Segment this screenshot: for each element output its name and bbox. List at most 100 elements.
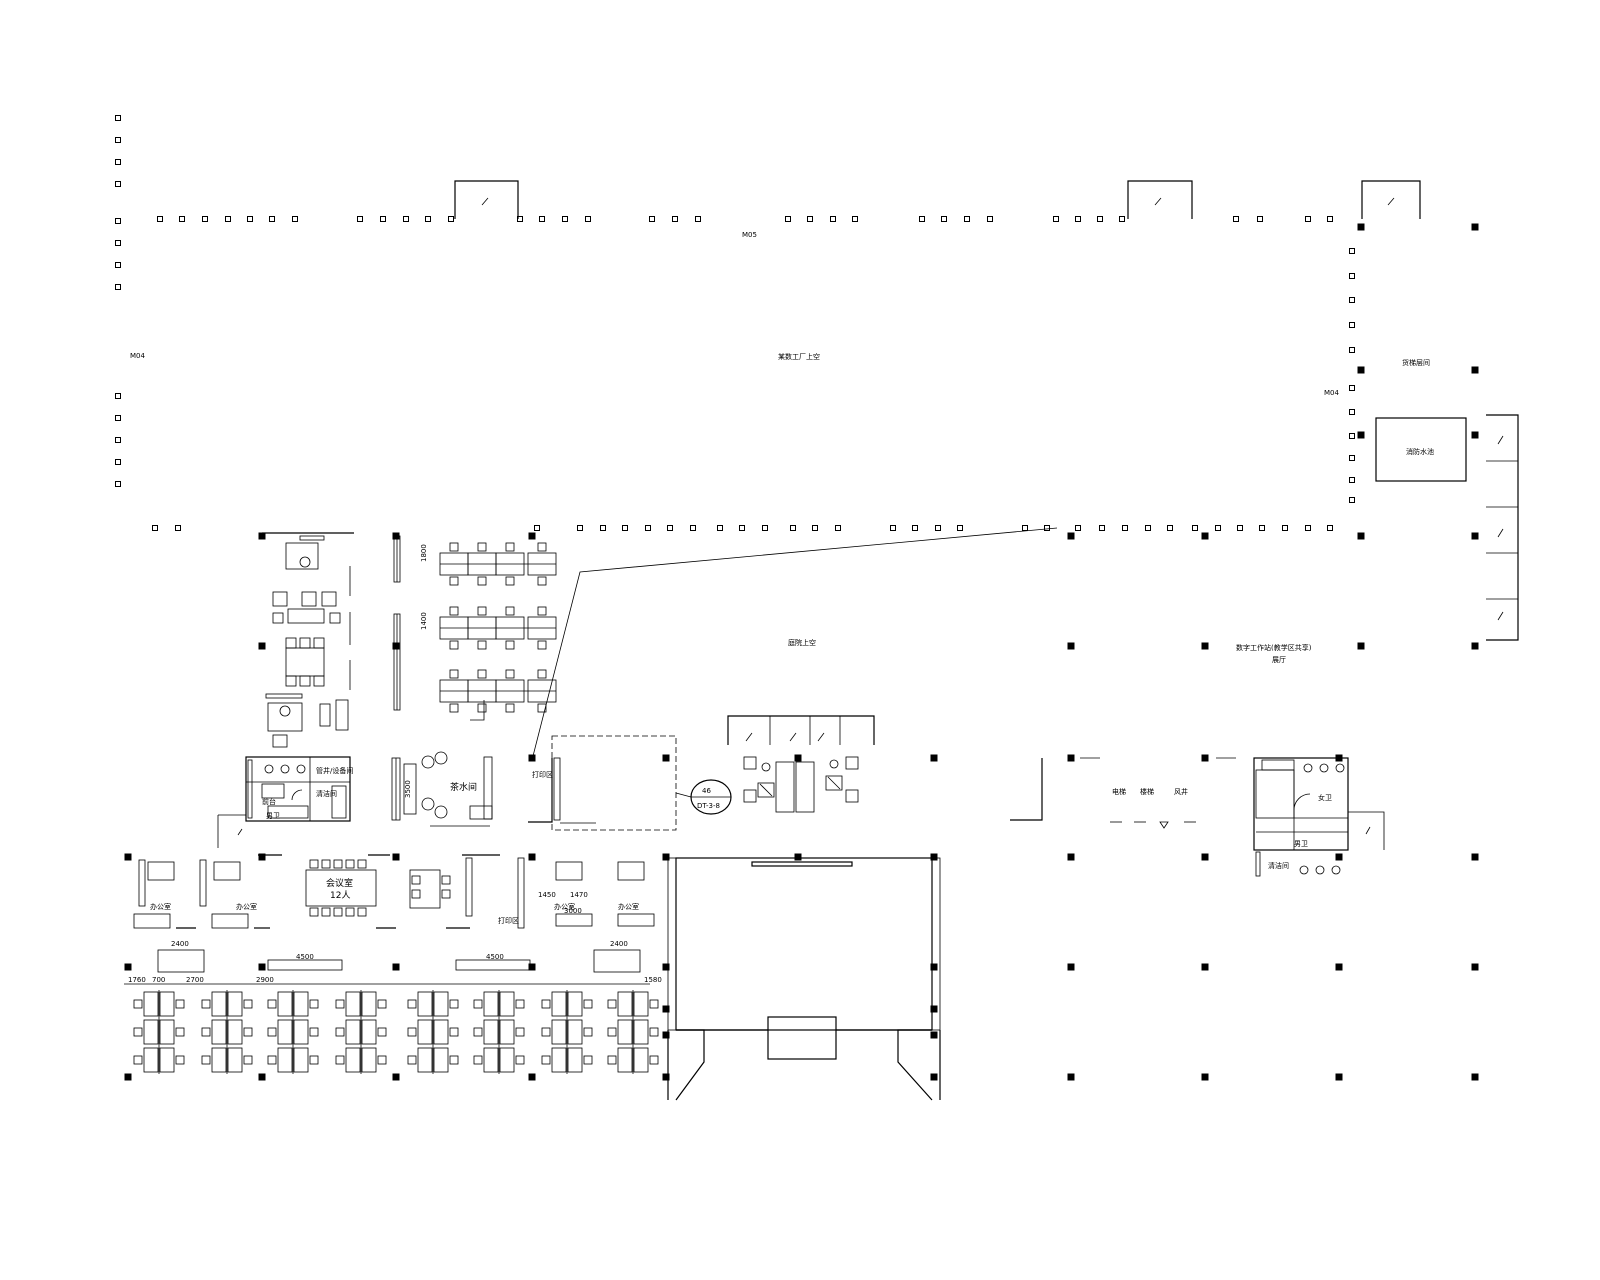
- chair: [267, 999, 277, 1009]
- perimeter-pier: [1349, 477, 1355, 483]
- label-atrium: 庭院上空: [788, 638, 816, 647]
- label-right-upper-room: 货梯层间: [1402, 358, 1430, 367]
- desk: [551, 1019, 567, 1045]
- structural-column: [662, 853, 670, 861]
- chair: [243, 999, 253, 1009]
- chair: [449, 542, 459, 552]
- chair: [505, 542, 515, 552]
- chair: [477, 606, 487, 616]
- perimeter-pier: [1349, 455, 1355, 461]
- structural-column: [528, 853, 536, 861]
- perimeter-pier: [1097, 216, 1103, 222]
- chair: [505, 576, 515, 586]
- structural-column: [1357, 431, 1365, 439]
- desk: [345, 1019, 361, 1045]
- perimeter-pier: [1349, 385, 1355, 391]
- structural-column: [662, 1031, 670, 1039]
- perimeter-pier: [957, 525, 963, 531]
- label-right-room-2: 男卫: [1294, 840, 1308, 848]
- chair: [357, 859, 367, 869]
- perimeter-pier: [115, 481, 121, 487]
- print-area: [528, 735, 677, 831]
- desk: [227, 1019, 243, 1045]
- structural-column: [1471, 853, 1479, 861]
- chair: [449, 1055, 459, 1065]
- dim-1400: 1400: [420, 612, 428, 630]
- chair: [201, 1055, 211, 1065]
- perimeter-pier: [1167, 525, 1173, 531]
- structural-column: [930, 754, 938, 762]
- chair: [309, 859, 319, 869]
- perimeter-pier: [115, 459, 121, 465]
- dim-3500: 3500: [404, 780, 412, 798]
- label-mech-2: 清洁间: [316, 789, 337, 798]
- perimeter-pier: [115, 393, 121, 399]
- perimeter-pier: [790, 525, 796, 531]
- perimeter-pier: [152, 525, 158, 531]
- structural-column: [1067, 1073, 1075, 1081]
- structural-column: [1471, 223, 1479, 231]
- chair: [537, 542, 547, 552]
- perimeter-pier: [1349, 248, 1355, 254]
- dim-2900: 2900: [256, 976, 274, 984]
- structural-column: [258, 963, 266, 971]
- chair: [649, 999, 659, 1009]
- chair: [411, 889, 421, 899]
- structural-column: [1201, 532, 1209, 540]
- mid-right-lobby: [1010, 757, 1236, 829]
- desk: [143, 991, 159, 1017]
- chair: [175, 1055, 185, 1065]
- desk: [211, 1019, 227, 1045]
- dim-4500-b: 4500: [486, 953, 504, 961]
- chair: [583, 1027, 593, 1037]
- structural-column: [258, 642, 266, 650]
- structural-column: [1201, 642, 1209, 650]
- chair: [133, 1027, 143, 1037]
- perimeter-pier: [1075, 525, 1081, 531]
- desk: [227, 991, 243, 1017]
- desk: [159, 1019, 175, 1045]
- perimeter-pier: [890, 525, 896, 531]
- chair: [537, 606, 547, 616]
- perimeter-pier: [403, 216, 409, 222]
- structural-column: [1335, 1073, 1343, 1081]
- chair: [309, 999, 319, 1009]
- structural-column: [930, 1031, 938, 1039]
- structural-column: [794, 754, 802, 762]
- chair: [505, 606, 515, 616]
- structural-column: [124, 853, 132, 861]
- perimeter-pier: [690, 525, 696, 531]
- structural-column: [1471, 431, 1479, 439]
- perimeter-pier: [1215, 525, 1221, 531]
- chair: [333, 907, 343, 917]
- axis-bubble: [675, 779, 732, 815]
- structural-column: [124, 1073, 132, 1081]
- chair: [407, 999, 417, 1009]
- perimeter-pier: [941, 216, 947, 222]
- storage-strips: [124, 949, 650, 985]
- structural-column: [392, 1073, 400, 1081]
- chair: [449, 1027, 459, 1037]
- perimeter-pier: [807, 216, 813, 222]
- label-right-room: 女卫: [1318, 793, 1332, 802]
- perimeter-pier: [1349, 433, 1355, 439]
- perimeter-pier: [1044, 525, 1050, 531]
- chair: [133, 1055, 143, 1065]
- structural-column: [1201, 754, 1209, 762]
- chair: [515, 1055, 525, 1065]
- desk: [617, 991, 633, 1017]
- chair: [541, 1027, 551, 1037]
- chair: [607, 1027, 617, 1037]
- structural-column: [1067, 963, 1075, 971]
- perimeter-pier: [115, 240, 121, 246]
- perimeter-pier: [695, 216, 701, 222]
- right-side-openings: [1375, 414, 1519, 641]
- desk: [499, 1047, 515, 1073]
- chair: [449, 669, 459, 679]
- structural-column: [258, 532, 266, 540]
- dim-4500-a: 4500: [296, 953, 314, 961]
- chair: [321, 859, 331, 869]
- label-tea-room: 茶水间: [450, 781, 477, 793]
- desk: [211, 991, 227, 1017]
- chair: [537, 669, 547, 679]
